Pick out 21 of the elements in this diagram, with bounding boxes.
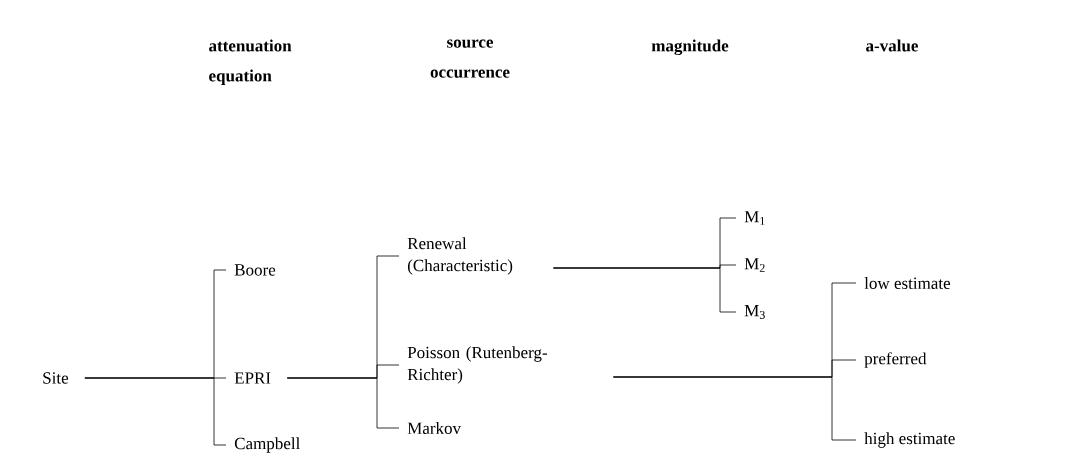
branch-label: M$_{3}$ [744,305,765,319]
branch-label: low estimate [864,277,951,289]
branch-label: Campbell [234,437,300,453]
branch-label: Boore [234,264,276,276]
branch-label: preferred [864,352,927,368]
branch-label: M$_{1}$ [744,211,765,225]
column-heading: attenuation equation [209,39,292,85]
branch-label: Markov [407,422,462,434]
column-heading: magnitude [651,39,729,56]
column-heading: source occurrence [430,39,510,78]
tree-branch [286,377,400,429]
tree-branch [613,376,857,441]
branch-label: EPRI [234,372,271,384]
tree-branch [553,267,737,313]
branch-label: Site [43,372,69,384]
column-heading: a-value [866,39,918,52]
branch-label: M$_{2}$ [744,258,765,272]
branch-label: Poisson (Rutenberg-Richter) [407,346,547,384]
branch-label: Renewal (Characteristic) [407,237,513,275]
branch-label: high estimate [864,432,955,448]
tree-branch [84,377,227,446]
